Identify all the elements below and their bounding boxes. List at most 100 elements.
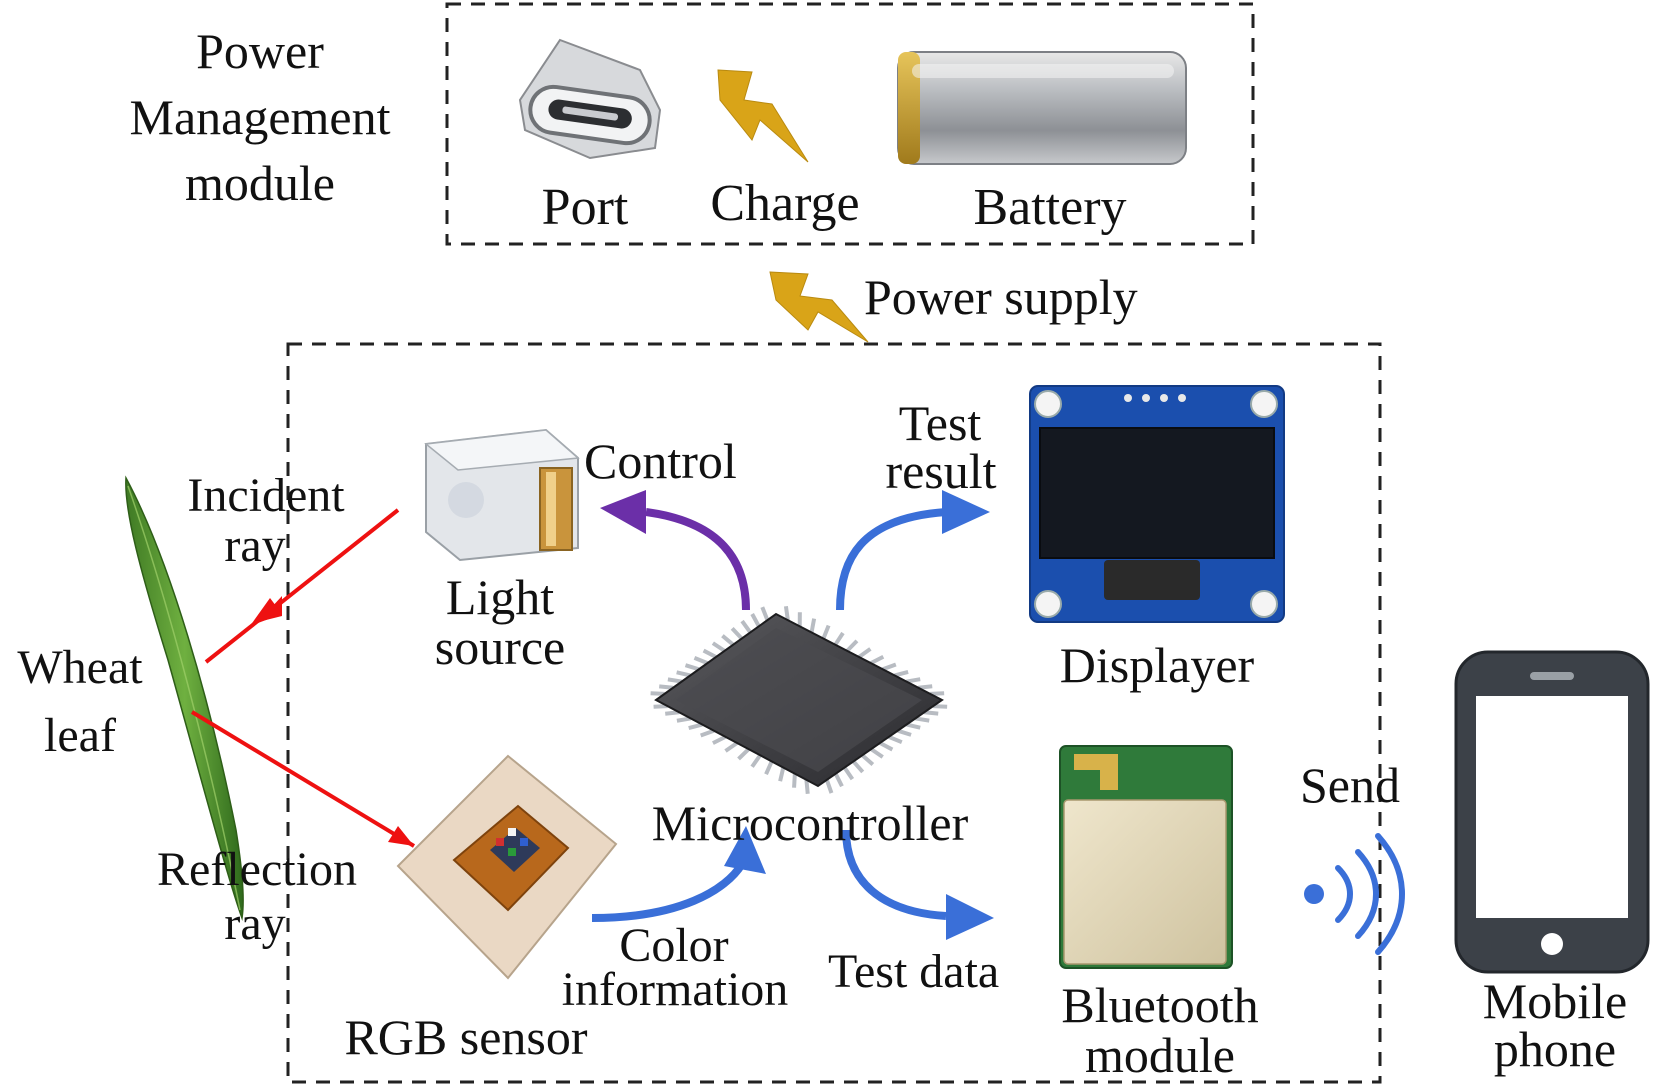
wheat-leaf-icon	[125, 475, 244, 919]
chip-pin	[760, 606, 770, 621]
microcontroller-chip-icon	[650, 606, 948, 794]
send-label: Send	[1300, 757, 1400, 813]
chip-pin	[711, 641, 726, 653]
chip-pin	[764, 760, 774, 776]
chip-pin	[659, 684, 674, 690]
chip-pin	[665, 710, 680, 716]
chip-pin	[915, 716, 930, 723]
color-information-label-line2: information	[561, 963, 789, 1016]
mobile-phone-label-line1: Mobile	[1482, 973, 1628, 1029]
chip-pin	[676, 716, 692, 723]
chip-pin	[737, 747, 750, 761]
chip-pin	[750, 613, 761, 628]
bluetooth-module-label-line1: Bluetooth	[1061, 977, 1259, 1033]
incident-ray-arrow	[204, 508, 400, 664]
chip-pin	[842, 766, 855, 781]
bluetooth-module-icon	[1059, 745, 1233, 969]
chip-pin	[676, 670, 691, 678]
test-result-arrow	[836, 508, 947, 611]
control-arrow	[645, 508, 750, 611]
chip-pin	[882, 662, 897, 672]
power-management-box	[445, 2, 1255, 246]
chip-pin	[712, 735, 727, 745]
chip-pin	[906, 722, 921, 730]
chip-pin	[833, 631, 845, 646]
battery-label: Battery	[973, 179, 1127, 236]
chip-pin	[653, 704, 668, 709]
test-result-label-line2: result	[885, 443, 997, 499]
wireless-signal-icon	[1304, 833, 1405, 955]
chip-pin	[857, 647, 872, 659]
chip-pin	[897, 728, 912, 737]
test-result-label-line1: Test	[898, 395, 982, 451]
chip-pin	[851, 760, 865, 774]
chip-pin	[860, 753, 875, 767]
battery-icon	[897, 51, 1187, 165]
wheat-leaf-label-line2: leaf	[44, 709, 116, 762]
chip-pin	[667, 677, 683, 684]
chip-pin	[894, 670, 909, 678]
mobile-phone-label-line2: phone	[1493, 1021, 1617, 1077]
chip-pin	[888, 735, 903, 745]
rgb-sensor-label: RGB sensor	[344, 1009, 588, 1065]
power-management-title-line2: Management	[129, 89, 391, 145]
chip-pin	[924, 710, 939, 716]
light-source-label-line2: source	[434, 619, 566, 675]
chip-pin	[693, 656, 709, 665]
control-label: Control	[584, 433, 737, 489]
chip-pin	[906, 677, 921, 684]
chip-pin	[730, 626, 744, 640]
chip-pin	[869, 654, 885, 665]
color-information-arrow	[591, 861, 746, 922]
chip-pin	[845, 639, 859, 653]
test-data-label: Test data	[828, 945, 1000, 998]
device-box	[286, 342, 1382, 1084]
power-management-title-line3: module	[185, 155, 335, 211]
chip-pin	[933, 704, 948, 709]
port-label: Port	[541, 179, 629, 236]
color-information-label-line1: Color	[619, 919, 729, 972]
chip-pin	[821, 624, 831, 640]
oled-display-icon	[1029, 385, 1285, 623]
chip-pin	[809, 618, 817, 633]
incident-ray-label-line2: ray	[224, 519, 286, 572]
chip-pin	[750, 754, 762, 768]
power-supply-label: Power supply	[864, 269, 1138, 325]
reflection-ray-arrow	[190, 710, 416, 848]
chip-pin	[804, 779, 810, 794]
chip-pin	[688, 722, 703, 730]
chip-pin	[833, 772, 844, 788]
chip-pin	[870, 747, 884, 759]
chip-pin	[721, 634, 735, 647]
chip-pin	[879, 741, 894, 752]
chip-pin	[930, 691, 945, 696]
power-supply-lightning-icon	[769, 271, 869, 343]
reflection-ray-label-line1: Reflection	[157, 843, 357, 896]
chip-pin	[918, 684, 933, 690]
power-management-title-line1: Power	[196, 23, 324, 79]
chip-pin	[700, 728, 715, 738]
chip-pin	[778, 767, 786, 782]
chip-pin	[792, 773, 797, 788]
smartphone-icon	[1454, 650, 1650, 974]
charge-label: Charge	[710, 175, 860, 232]
chip-pin	[724, 741, 739, 753]
light-source-label-line1: Light	[445, 569, 555, 625]
test-data-arrow	[842, 829, 947, 920]
displayer-label: Displayer	[1059, 637, 1255, 693]
lightning-icon	[717, 69, 809, 163]
microcontroller-label: Microcontroller	[651, 795, 969, 851]
chip-pin	[650, 691, 665, 696]
chip-pin	[702, 648, 717, 659]
chip-pin	[684, 663, 700, 672]
chip-pin	[783, 606, 790, 621]
incident-ray-label-line1: Incident	[187, 469, 345, 522]
reflection-ray-label-line2: ray	[224, 897, 286, 950]
usb-c-port-icon	[518, 38, 662, 160]
chip-pin	[824, 779, 834, 794]
bluetooth-module-label-line2: module	[1085, 1027, 1235, 1083]
wheat-leaf-label-line1: Wheat	[17, 641, 143, 694]
led-light-icon	[424, 428, 580, 562]
